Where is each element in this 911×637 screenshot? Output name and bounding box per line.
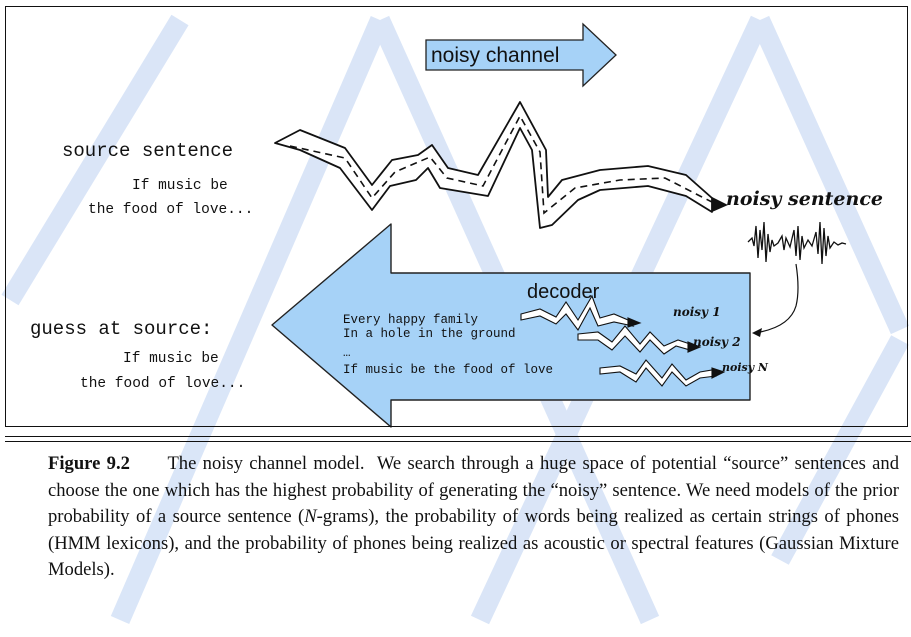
noisy-n-label: noisy N: [722, 361, 769, 374]
noisy-squiggle-n: [599, 359, 726, 387]
figure-number: Figure 9.2: [48, 453, 130, 474]
noisy-channel-label: noisy channel: [431, 44, 559, 67]
candidate-2: In a hole in the ground: [343, 327, 516, 341]
candidate-1: Every happy family: [343, 313, 479, 327]
caption-sentence-3a: We need models of the prior probability …: [48, 479, 899, 528]
caption-sentence-2: We search through a huge space of potent…: [48, 453, 899, 501]
noisy-2-label: noisy 2: [693, 335, 741, 349]
noisy-sentence-label: noisy sentence: [726, 188, 883, 210]
candidate-ellipsis: …: [343, 346, 351, 360]
noisy-channel-arrow: noisy channel: [425, 22, 617, 88]
caption-sentence-3b: -grams), the probability of words being …: [48, 506, 899, 580]
waveform-icon: [747, 221, 847, 265]
feedback-line: [759, 263, 799, 333]
diagram-frame: [5, 6, 908, 427]
caption-rule-top: [5, 436, 911, 437]
noisy-1-label: noisy 1: [673, 305, 721, 319]
caption-sentence-1: The noisy channel model.: [167, 453, 365, 474]
source-text-line1: If music be: [132, 178, 228, 194]
noisy-squiggle-2: [577, 325, 702, 355]
decoder-label: decoder: [527, 281, 600, 303]
channel-squiggle: [274, 101, 728, 229]
source-text-line2: the food of love...: [88, 202, 253, 218]
figure-caption: Figure 9.2 The noisy channel model. We s…: [48, 451, 899, 584]
source-sentence-label: source sentence: [62, 140, 233, 162]
guess-label: guess at source:: [30, 318, 212, 340]
guess-text-line2: the food of love...: [80, 376, 245, 392]
guess-text-line1: If music be: [123, 351, 219, 367]
noisy-squiggle-1: [520, 294, 642, 332]
caption-ngram-n: N: [304, 506, 317, 527]
candidate-n: If music be the food of love: [343, 363, 553, 377]
caption-rule-bottom: [5, 441, 911, 442]
